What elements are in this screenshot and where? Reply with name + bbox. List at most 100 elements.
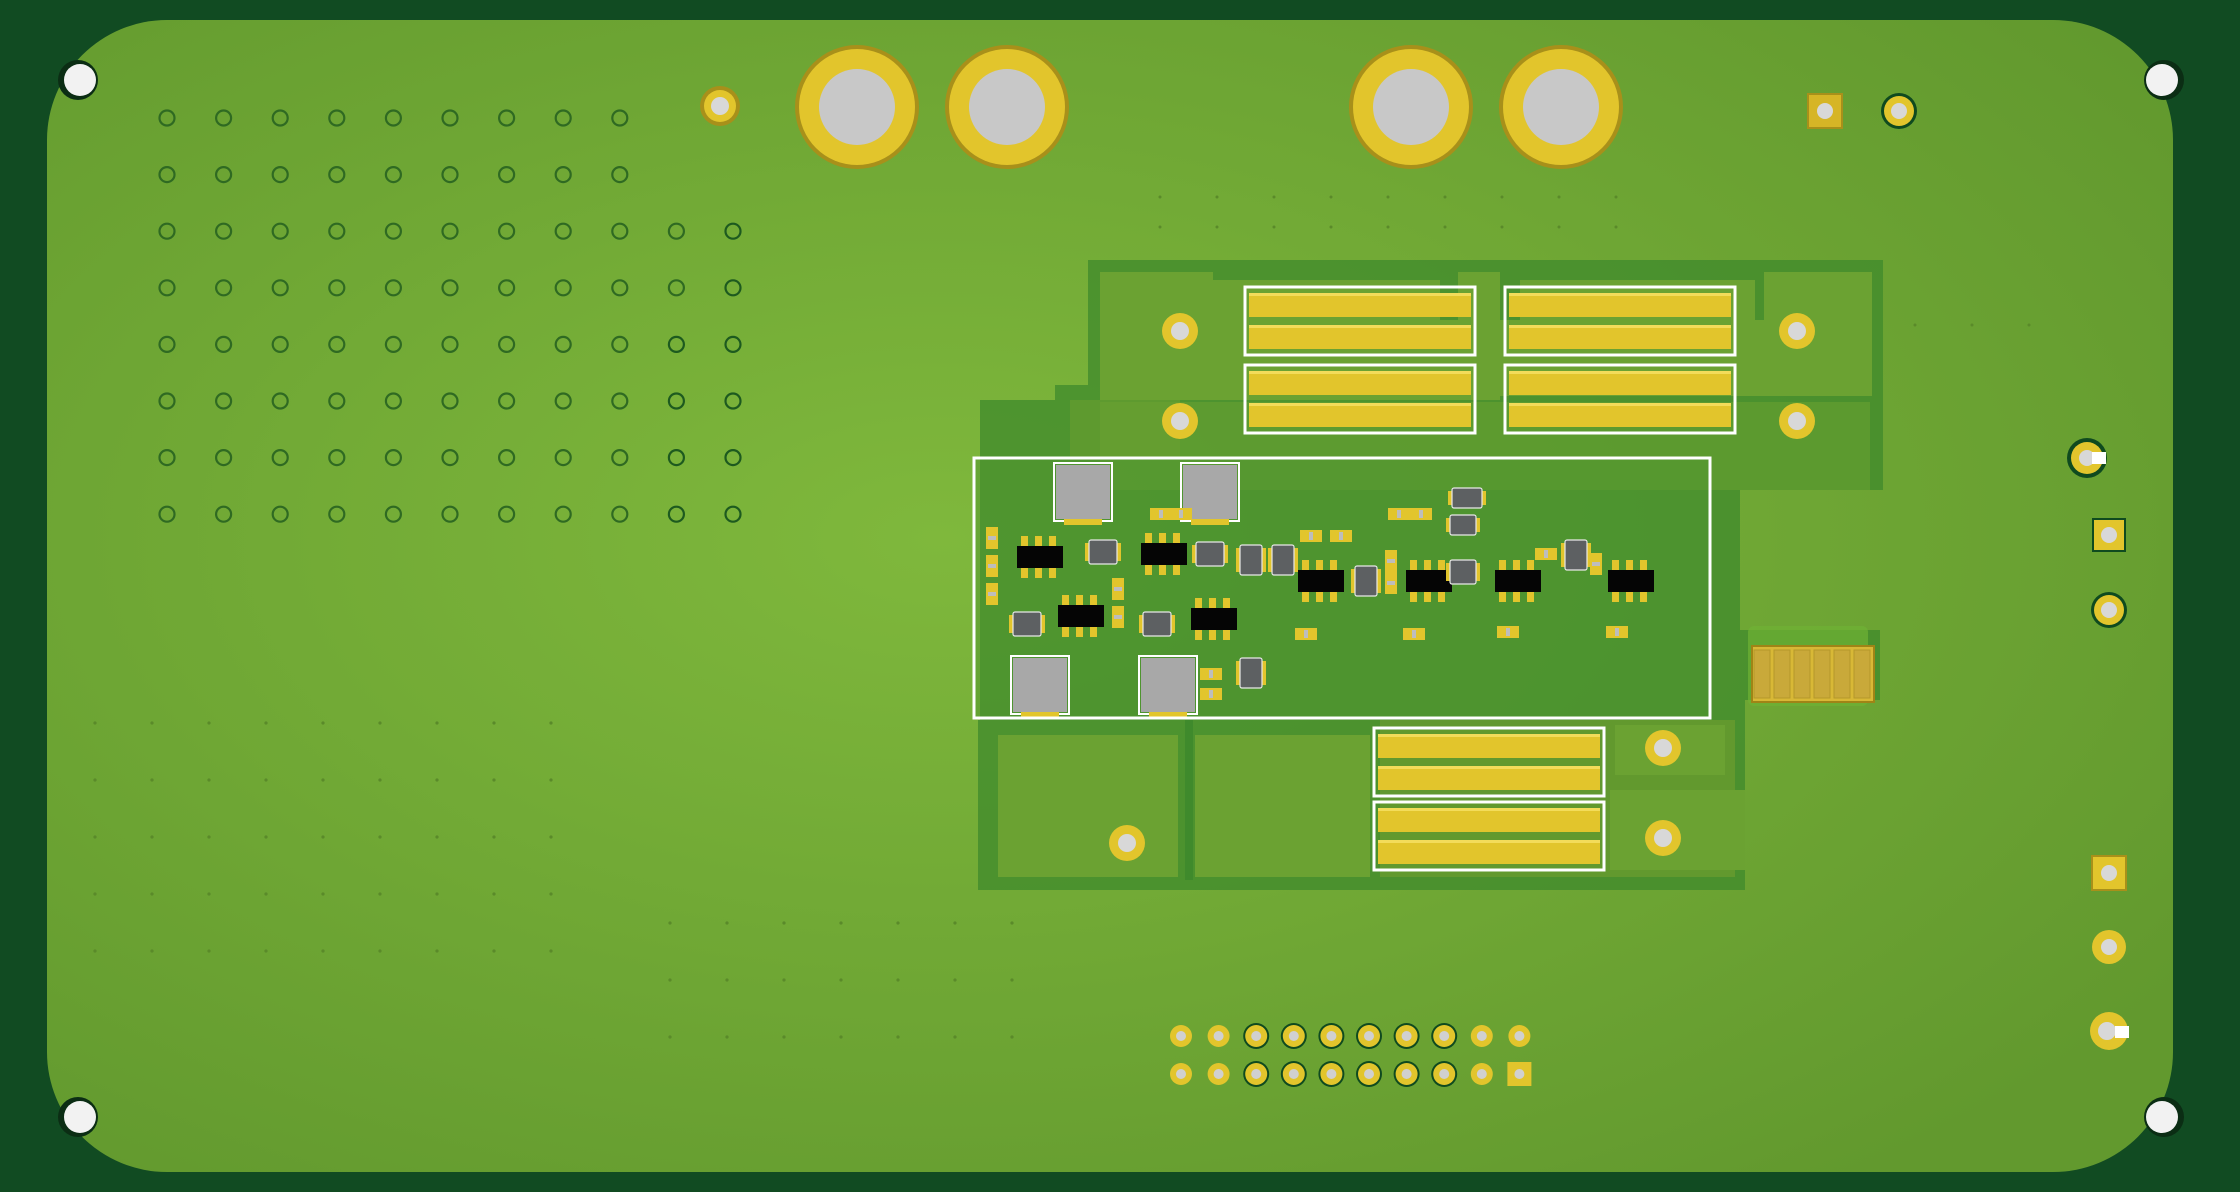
pin-pad — [2101, 602, 2117, 618]
header-pin — [1207, 1063, 1230, 1085]
via — [724, 505, 742, 523]
ic-chip — [1141, 533, 1187, 575]
ic-chip — [1298, 560, 1344, 602]
header-pin — [1356, 1023, 1382, 1049]
passive — [1170, 508, 1192, 520]
via — [667, 222, 686, 240]
capacitor-bank — [1243, 363, 1477, 435]
header-pin — [1470, 1063, 1493, 1085]
passive — [1403, 628, 1425, 640]
mounting-hole — [2146, 1101, 2178, 1133]
ic-chip — [1191, 598, 1237, 640]
via — [498, 109, 516, 127]
header-pin — [1431, 1061, 1458, 1087]
pin-pad — [2098, 1022, 2116, 1040]
via — [667, 279, 686, 297]
test-point — [700, 86, 740, 126]
capacitor-bank — [1372, 726, 1606, 798]
via — [158, 109, 176, 127]
dot-field — [93, 195, 2031, 1039]
mounting-hole — [64, 64, 96, 96]
via — [384, 166, 402, 184]
via — [498, 279, 516, 297]
header-pin — [1508, 1025, 1531, 1047]
mounting-holes — [58, 60, 2184, 1137]
via — [158, 335, 176, 353]
passive — [1388, 508, 1410, 520]
via — [271, 166, 289, 184]
passive — [986, 527, 998, 549]
via — [328, 449, 346, 467]
via — [554, 222, 572, 240]
via — [158, 392, 176, 410]
ic-chip — [1017, 536, 1063, 578]
via — [667, 449, 686, 467]
passive — [986, 555, 998, 577]
via — [384, 392, 402, 410]
via — [441, 505, 459, 523]
smd-part — [1139, 611, 1175, 637]
via — [215, 449, 233, 467]
via — [328, 505, 346, 523]
passive — [1590, 553, 1602, 575]
passive — [1200, 688, 1222, 700]
ic-chip — [1608, 560, 1654, 602]
header-pin — [1243, 1023, 1270, 1049]
pin-pad — [2101, 939, 2117, 955]
bottom-pin-header — [1170, 1023, 1532, 1087]
test-point — [1162, 403, 1198, 439]
header-pin — [1207, 1025, 1230, 1047]
passive — [1410, 508, 1432, 520]
connector-contact — [1833, 649, 1851, 699]
via — [498, 222, 516, 240]
via — [441, 222, 459, 240]
smd-part — [1446, 514, 1480, 536]
passive — [1330, 530, 1352, 542]
via — [611, 279, 629, 297]
header-pin — [1170, 1025, 1192, 1047]
via — [328, 166, 346, 184]
smd-part — [1192, 541, 1228, 567]
via — [441, 335, 459, 353]
via — [384, 222, 402, 240]
via — [158, 449, 176, 467]
terminal-pad — [945, 45, 1069, 169]
pin-pad — [2079, 450, 2095, 466]
via — [611, 392, 629, 410]
header-pin — [1393, 1023, 1420, 1049]
via — [724, 222, 742, 240]
ic-chip — [1495, 560, 1541, 602]
smd-part — [1448, 487, 1486, 509]
via — [554, 449, 572, 467]
via — [215, 505, 233, 523]
power-test-points — [1109, 313, 1815, 861]
inductor — [1138, 655, 1198, 718]
passive — [986, 583, 998, 605]
passive — [1295, 628, 1317, 640]
smd-part — [1268, 544, 1298, 576]
via — [611, 166, 629, 184]
via — [498, 392, 516, 410]
smd-part — [1446, 559, 1480, 585]
connector-contact — [1813, 649, 1831, 699]
test-point — [1779, 313, 1815, 349]
via — [271, 449, 289, 467]
smd-part — [1085, 539, 1121, 565]
via — [554, 335, 572, 353]
header-pin — [1507, 1062, 1532, 1086]
right-edge-pins — [2067, 438, 2129, 1050]
via — [384, 335, 402, 353]
via — [215, 166, 233, 184]
edge-connector — [1748, 626, 1875, 706]
via — [611, 335, 629, 353]
smd-part — [1561, 539, 1591, 571]
smd-part — [1009, 611, 1045, 637]
passive — [1497, 626, 1519, 638]
via — [441, 392, 459, 410]
header-pin — [1393, 1061, 1420, 1087]
header-pin — [1470, 1025, 1493, 1047]
via — [215, 222, 233, 240]
silkscreen-outline — [972, 456, 1712, 720]
via — [554, 505, 572, 523]
via — [328, 335, 346, 353]
